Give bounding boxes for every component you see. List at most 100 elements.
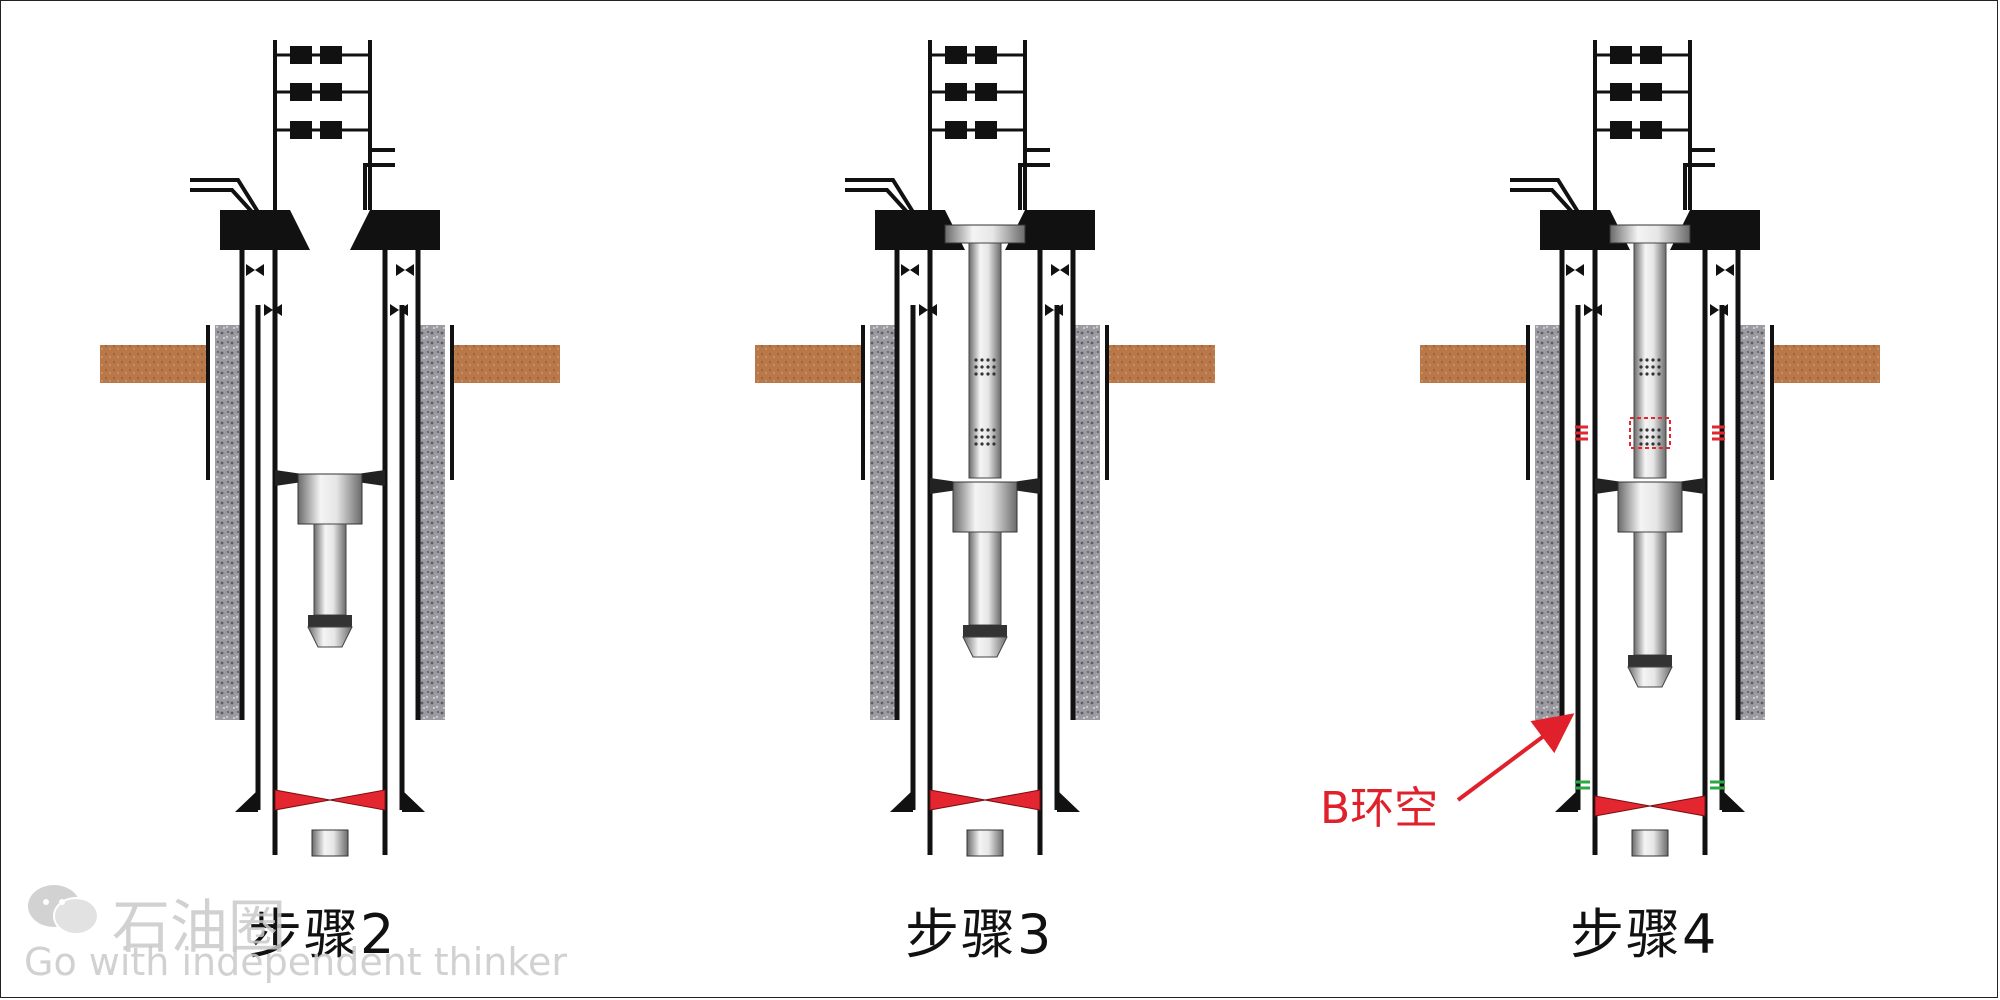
annulus-arrow bbox=[1456, 713, 1575, 802]
tubing-port bbox=[1645, 442, 1649, 446]
tubing-upper bbox=[1633, 242, 1667, 479]
tubing-port bbox=[1645, 435, 1649, 439]
bop-ram-block bbox=[945, 121, 967, 139]
tubing-port bbox=[992, 365, 996, 369]
soil-layer-right bbox=[450, 345, 560, 383]
soil-layer-left bbox=[755, 345, 865, 383]
tubing-port bbox=[986, 372, 990, 376]
tubing-lower bbox=[313, 523, 347, 616]
side-outlet-left bbox=[845, 178, 915, 214]
panel-label-step2: 步骤2 bbox=[248, 903, 397, 966]
tubing-hanger bbox=[1609, 224, 1691, 244]
bop-ram-block bbox=[975, 121, 997, 139]
cement-right bbox=[1073, 325, 1100, 720]
tubing-port bbox=[1645, 372, 1649, 376]
tubing-port bbox=[1657, 365, 1661, 369]
tubing-port bbox=[974, 372, 978, 376]
tubing-port bbox=[1645, 365, 1649, 369]
bop-ram-block bbox=[320, 121, 342, 139]
tubing-port bbox=[992, 428, 996, 432]
red-marker-left bbox=[1575, 425, 1588, 441]
tubing-port bbox=[1651, 372, 1655, 376]
tubing-port bbox=[1639, 428, 1643, 432]
tubing-port bbox=[992, 435, 996, 439]
plug-stub bbox=[311, 829, 349, 857]
hanger-seal bbox=[390, 304, 408, 316]
tubing-port bbox=[1651, 358, 1655, 362]
soil-layer-right bbox=[1770, 345, 1880, 383]
wellhead-flange-right bbox=[1690, 210, 1760, 250]
side-outlet-left-2 bbox=[1510, 188, 1574, 214]
bridge-plug bbox=[1594, 795, 1706, 817]
hanger-seal bbox=[396, 264, 414, 276]
tubing-port bbox=[1645, 428, 1649, 432]
bop-ram-block bbox=[1640, 46, 1662, 64]
tubing-port bbox=[974, 435, 978, 439]
tubing-lower bbox=[1633, 531, 1667, 656]
wellhead-flange-left bbox=[220, 210, 290, 250]
mule-shoe bbox=[962, 636, 1008, 658]
bop-ram-block bbox=[945, 46, 967, 64]
bop-ram-block bbox=[320, 83, 342, 101]
soil-layer-left bbox=[100, 345, 210, 383]
watermark-brand: 石油圈 bbox=[112, 893, 287, 961]
cement-left bbox=[1535, 325, 1562, 720]
tubing-port bbox=[980, 442, 984, 446]
tubing-collar bbox=[1628, 655, 1672, 667]
tubing-port bbox=[986, 435, 990, 439]
tubing-port bbox=[986, 358, 990, 362]
watermark-slogan: Go with independent thinker bbox=[24, 940, 568, 984]
tubing-port bbox=[992, 358, 996, 362]
side-outlet-left-2 bbox=[190, 188, 254, 214]
tubing-port bbox=[1651, 365, 1655, 369]
tubing-port bbox=[980, 435, 984, 439]
bop-ram-block bbox=[975, 83, 997, 101]
tubing-port bbox=[986, 428, 990, 432]
cement-left bbox=[215, 325, 242, 720]
tubing-port bbox=[1657, 372, 1661, 376]
tubing-port bbox=[1645, 358, 1649, 362]
tubing-hanger bbox=[944, 224, 1026, 244]
annulus-b-annotation: B环空 bbox=[1320, 783, 1439, 834]
tubing-lower bbox=[968, 531, 1002, 626]
side-outlet-right bbox=[1683, 163, 1715, 210]
wellhead-flange-left bbox=[1540, 210, 1610, 250]
soil-layer-left bbox=[1420, 345, 1530, 383]
bop-ram-block bbox=[975, 46, 997, 64]
tubing-port bbox=[974, 365, 978, 369]
tubing-port bbox=[974, 428, 978, 432]
tubing-port bbox=[992, 372, 996, 376]
hanger-seal bbox=[264, 304, 282, 316]
well-panel-4 bbox=[1420, 40, 1880, 857]
tubing-port bbox=[1639, 365, 1643, 369]
flange-bevel-right bbox=[350, 210, 370, 250]
hanger-seal bbox=[1716, 264, 1734, 276]
cement-right bbox=[1738, 325, 1765, 720]
mule-shoe bbox=[1627, 666, 1673, 688]
bridge-plug bbox=[274, 789, 386, 811]
tubing-port bbox=[1657, 442, 1661, 446]
casing-shoe-right bbox=[1722, 790, 1745, 812]
hanger-seal bbox=[1045, 304, 1063, 316]
tubing-port bbox=[980, 358, 984, 362]
green-marker-right bbox=[1710, 780, 1725, 790]
tubing-port bbox=[980, 428, 984, 432]
tubing-port bbox=[1651, 442, 1655, 446]
plug-stub bbox=[1631, 829, 1669, 857]
tubing-port bbox=[980, 365, 984, 369]
hanger-seal bbox=[1566, 264, 1584, 276]
panel-label-step3: 步骤3 bbox=[905, 903, 1054, 966]
tubing-port bbox=[986, 365, 990, 369]
tubing-port bbox=[1651, 435, 1655, 439]
casing-shoe-right bbox=[402, 790, 425, 812]
side-outlet-right bbox=[363, 163, 395, 210]
green-marker-left bbox=[1575, 780, 1590, 790]
bop-ram-block bbox=[945, 83, 967, 101]
tubing-port bbox=[1639, 442, 1643, 446]
cement-left bbox=[870, 325, 897, 720]
bop-ram-block bbox=[1610, 46, 1632, 64]
wechat-icon bbox=[24, 880, 104, 940]
hanger-seal bbox=[901, 264, 919, 276]
